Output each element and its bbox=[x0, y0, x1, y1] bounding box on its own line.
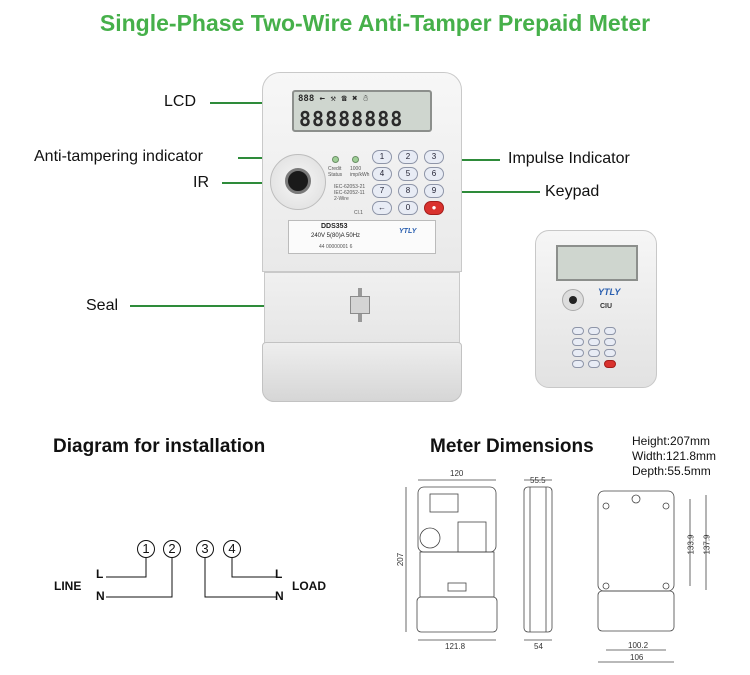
ciu-unit-photo: YTLY CIU bbox=[535, 230, 657, 388]
back-height-2-label: 137.9 bbox=[702, 534, 712, 555]
ciu-key[interactable] bbox=[588, 327, 600, 335]
front-height-label: 207 bbox=[396, 552, 406, 567]
line-label: LINE bbox=[54, 579, 82, 593]
terminal-3: 3 bbox=[196, 540, 214, 558]
class-label: Cl.1 bbox=[354, 210, 363, 216]
ir-port bbox=[270, 154, 326, 210]
front-bottom-label: 121.8 bbox=[445, 642, 466, 651]
meter-model: DDS353 bbox=[321, 223, 348, 230]
meter-brand: YTLY bbox=[399, 228, 417, 235]
key-0[interactable]: 0 bbox=[398, 201, 418, 215]
ciu-key[interactable] bbox=[572, 349, 584, 357]
ciu-key-enter[interactable] bbox=[604, 360, 616, 368]
depth-text: Depth:55.5mm bbox=[632, 464, 711, 478]
back-width-2-label: 106 bbox=[630, 653, 644, 662]
callout-anti-tampering-indicator: Anti-tampering indicator bbox=[34, 148, 203, 165]
ciu-brand: YTLY bbox=[598, 287, 621, 297]
ciu-key[interactable] bbox=[588, 338, 600, 346]
ciu-ir-icon bbox=[562, 289, 584, 311]
ciu-key[interactable] bbox=[572, 338, 584, 346]
dimensions-heading: Meter Dimensions bbox=[430, 436, 594, 457]
key-6[interactable]: 6 bbox=[424, 167, 444, 181]
ciu-key[interactable] bbox=[572, 327, 584, 335]
front-width-label: 120 bbox=[450, 469, 464, 478]
key-7[interactable]: 7 bbox=[372, 184, 392, 198]
key-4[interactable]: 4 bbox=[372, 167, 392, 181]
key-8[interactable]: 8 bbox=[398, 184, 418, 198]
key-enter[interactable]: ● bbox=[424, 201, 444, 215]
ciu-key[interactable] bbox=[588, 349, 600, 357]
load-l-label: L bbox=[275, 567, 283, 581]
terminal-cover bbox=[262, 342, 462, 402]
ciu-lcd bbox=[556, 245, 638, 281]
callout-ir: IR bbox=[193, 174, 209, 191]
meter-serial: 44 00000001 6 bbox=[319, 244, 353, 250]
prepaid-meter-photo: 888 ← ⚒ ☎ ✖ ☃ 88888888 Credit Status 100… bbox=[262, 72, 462, 402]
anti-tamper-led-icon bbox=[332, 156, 339, 163]
ciu-keypad bbox=[572, 327, 616, 368]
callout-keypad: Keypad bbox=[545, 183, 600, 200]
terminal-1: 1 bbox=[137, 540, 155, 558]
line-l-label: L bbox=[96, 567, 104, 581]
terminal-4: 4 bbox=[223, 540, 241, 558]
meter-lcd: 888 ← ⚒ ☎ ✖ ☃ 88888888 bbox=[292, 90, 432, 132]
callout-impulse-indicator: Impulse Indicator bbox=[508, 150, 630, 167]
lcd-digits: 88888888 bbox=[299, 107, 404, 131]
ciu-key[interactable] bbox=[604, 338, 616, 346]
key-2[interactable]: 2 bbox=[398, 150, 418, 164]
credit-status-label: Credit Status bbox=[328, 166, 343, 178]
line-n-label: N bbox=[96, 589, 105, 603]
width-text: Width:121.8mm bbox=[632, 449, 717, 463]
ciu-name: CIU bbox=[600, 303, 613, 310]
meter-rating: 240V 5(80)A 50Hz bbox=[311, 233, 361, 239]
terminal-2: 2 bbox=[163, 540, 181, 558]
impulse-led-icon bbox=[352, 156, 359, 163]
key-5[interactable]: 5 bbox=[398, 167, 418, 181]
ciu-key[interactable] bbox=[572, 360, 584, 368]
installation-heading: Diagram for installation bbox=[53, 436, 266, 457]
ciu-key[interactable] bbox=[604, 349, 616, 357]
ciu-key[interactable] bbox=[588, 360, 600, 368]
callout-lcd: LCD bbox=[164, 93, 197, 110]
seal-icon bbox=[350, 296, 370, 314]
meter-nameplate: DDS353 240V 5(80)A 50Hz 44 00000001 6 YT… bbox=[288, 220, 436, 254]
load-n-label: N bbox=[275, 589, 284, 603]
ciu-key[interactable] bbox=[604, 327, 616, 335]
side-bottom-label: 54 bbox=[534, 642, 543, 651]
load-label: LOAD bbox=[292, 579, 326, 593]
key-1[interactable]: 1 bbox=[372, 150, 392, 164]
side-top-label: 55.5 bbox=[530, 476, 546, 485]
back-width-1-label: 100.2 bbox=[628, 641, 649, 650]
lcd-icons: 888 ← ⚒ ☎ ✖ ☃ bbox=[298, 94, 369, 104]
standards-label: IEC-62053-21 IEC-62052-11 2-Wire bbox=[334, 184, 366, 202]
dimensions-summary: Height:207mm Width:121.8mm Depth:55.5mm bbox=[632, 434, 716, 479]
height-text: Height:207mm bbox=[632, 434, 711, 448]
key-back[interactable]: ← bbox=[372, 201, 392, 215]
impulse-rate-label: 1000 imp/kWh bbox=[350, 166, 370, 178]
page-title: Single-Phase Two-Wire Anti-Tamper Prepai… bbox=[99, 10, 651, 36]
ir-lens-icon bbox=[285, 168, 311, 194]
key-9[interactable]: 9 bbox=[424, 184, 444, 198]
callout-seal: Seal bbox=[86, 297, 119, 314]
meter-keypad: 1 2 3 4 5 6 7 8 9 ← 0 ● bbox=[372, 150, 448, 218]
back-height-1-label: 133.9 bbox=[686, 534, 696, 555]
key-3[interactable]: 3 bbox=[424, 150, 444, 164]
